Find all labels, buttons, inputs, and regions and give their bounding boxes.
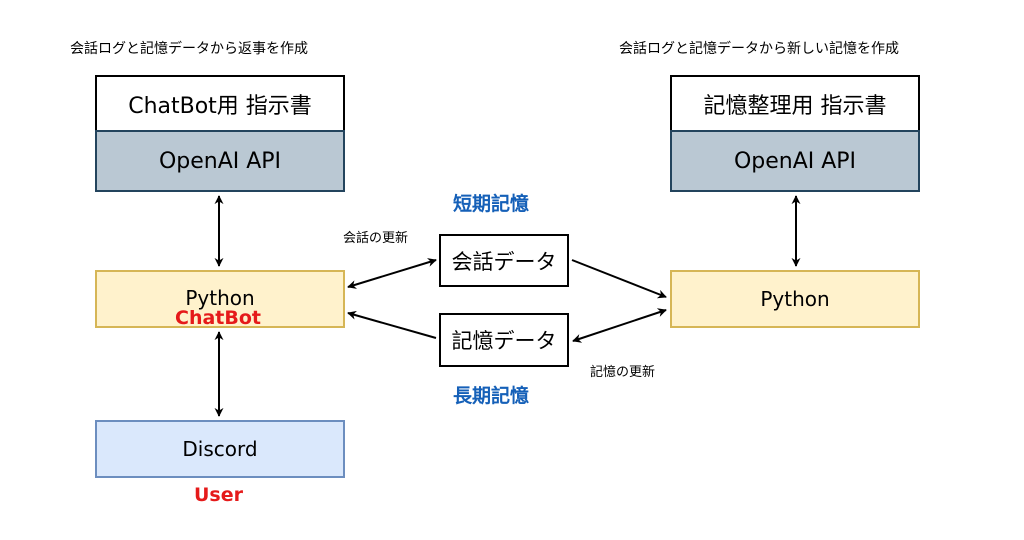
memory-instruction-label: 記憶整理用 指示書 — [703, 93, 887, 119]
memory-data-box: 記憶データ — [439, 313, 569, 367]
chatbot-python-box: Python — [95, 270, 345, 328]
left-openai-api-box: OpenAI API — [95, 130, 345, 192]
chatbot-label: ChatBot — [175, 307, 261, 329]
chatbot-python-label: Python — [185, 286, 255, 310]
arrow-chatbot-conversation — [347, 258, 437, 289]
left-openai-api-label: OpenAI API — [158, 148, 282, 174]
memory-update-label: 記憶の更新 — [590, 365, 656, 380]
chatbot-instruction-label: ChatBot用 指示書 — [128, 93, 312, 119]
conversation-update-label: 会話の更新 — [343, 231, 409, 246]
user-label: User — [194, 484, 243, 506]
right-caption: 会話ログと記憶データから新しい記憶を作成 — [619, 41, 899, 57]
arrow-memory-chatbot — [347, 310, 437, 339]
memory-instruction-box: 記憶整理用 指示書 — [670, 75, 920, 132]
left-caption: 会話ログと記憶データから返事を作成 — [70, 41, 308, 57]
memory-data-label: 記憶データ — [451, 329, 557, 353]
arrow-memory-data-python — [572, 308, 667, 343]
short-term-memory-label: 短期記憶 — [453, 193, 530, 215]
conversation-data-box: 会話データ — [439, 234, 569, 287]
right-openai-api-box: OpenAI API — [670, 130, 920, 192]
discord-label: Discord — [182, 437, 258, 461]
right-openai-api-label: OpenAI API — [733, 148, 857, 174]
conversation-data-label: 会話データ — [451, 249, 557, 274]
memory-python-box: Python — [670, 270, 920, 328]
chatbot-instruction-box: ChatBot用 指示書 — [95, 75, 345, 132]
discord-box: Discord — [95, 420, 345, 478]
long-term-memory-label: 長期記憶 — [453, 385, 530, 407]
arrow-conversation-memory-python — [571, 259, 667, 299]
memory-python-label: Python — [760, 287, 830, 311]
